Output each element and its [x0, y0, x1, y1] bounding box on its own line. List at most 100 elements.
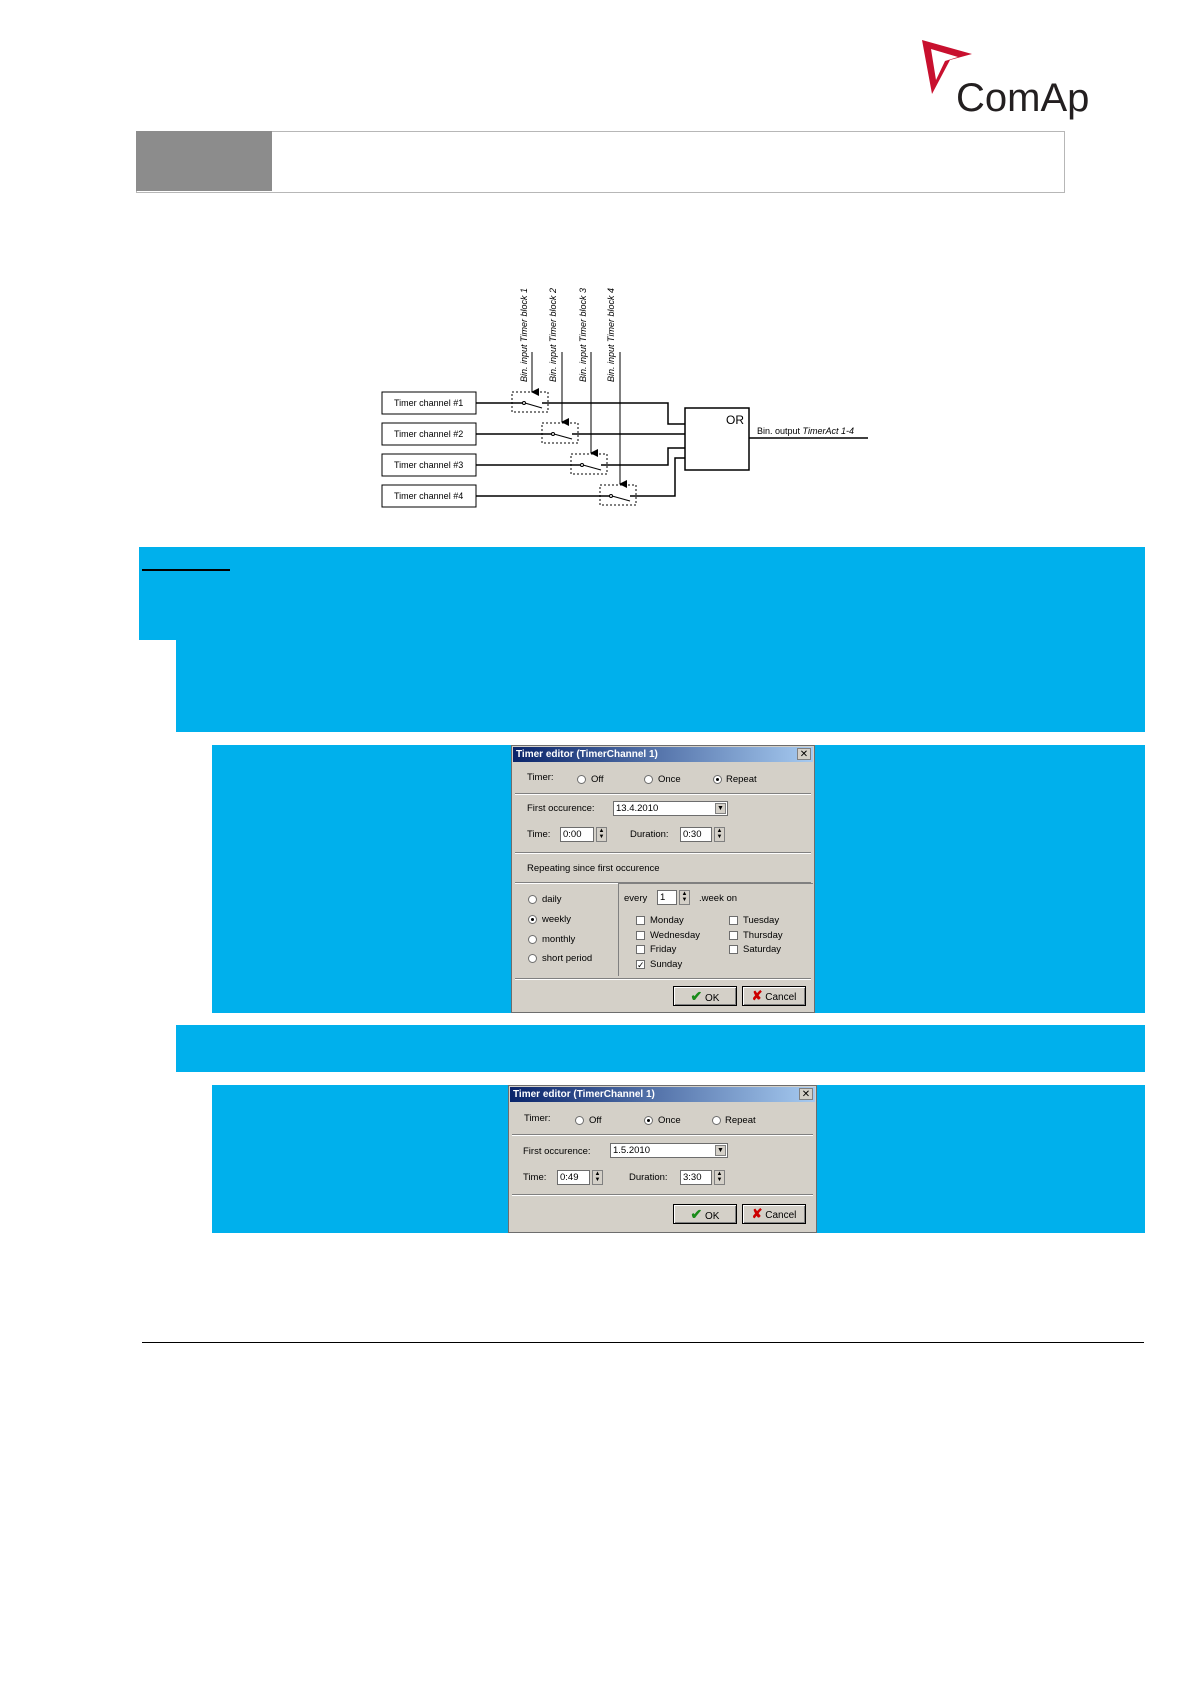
dialog2-first-occurence-field[interactable]: 1.5.2010 ▼: [610, 1143, 728, 1158]
dialog1-every-field[interactable]: 1: [657, 890, 677, 905]
dialog1-timer-label: Timer:: [527, 772, 554, 783]
timer-channel-label-4: Timer channel #4: [394, 491, 463, 501]
or-gate: [684, 407, 750, 471]
dialog1-close-button[interactable]: ✕: [797, 748, 811, 760]
timer-channel-label-1: Timer channel #1: [394, 398, 463, 408]
bin-input-label-4: Bin. input Timer block 4: [606, 288, 616, 382]
dialog1-period-daily-label: daily: [542, 894, 562, 905]
dialog2-duration-label: Duration:: [629, 1172, 668, 1183]
dialog2-time-field[interactable]: 0:49: [557, 1170, 590, 1185]
dialog1-time-label: Time:: [527, 829, 551, 840]
dialog1-timer-once-radio[interactable]: [644, 775, 653, 784]
output-label: Bin. output TimerAct 1-4: [757, 426, 854, 436]
timer-channel-label-3: Timer channel #3: [394, 460, 463, 470]
dialog2-duration-stepper-icon[interactable]: ▲▼: [714, 1170, 725, 1185]
dialog1-timer-off-label: Off: [591, 774, 604, 785]
dialog1-period-monthly-label: monthly: [542, 934, 576, 945]
dialog1-first-occurence-field[interactable]: 13.4.2010 ▼: [613, 801, 728, 816]
dialog1-time-field[interactable]: 0:00: [560, 827, 594, 842]
dialog1-period-short-radio[interactable]: [528, 954, 537, 963]
dialog2-time-value: 0:49: [560, 1172, 579, 1183]
dialog1-period-daily-radio[interactable]: [528, 895, 537, 904]
timer-block-diagram: Bin. input Timer block 1 Bin. input Time…: [381, 288, 868, 508]
dialog1-thursday-label: Thursday: [743, 930, 783, 941]
dialog1-tuesday-label: Tuesday: [743, 915, 780, 926]
footer-rule: [142, 1342, 1144, 1343]
timer-editor-dialog-once: Timer editor (TimerChannel 1) ✕ Timer: O…: [508, 1085, 817, 1233]
dialog1-friday-label: Friday: [650, 944, 677, 955]
bin-input-label-3: Bin. input Timer block 3: [578, 288, 588, 382]
dialog1-saturday-checkbox[interactable]: [729, 945, 738, 954]
section-header-box: [136, 131, 1065, 193]
switch-box-4: [599, 484, 637, 506]
dialog1-timer-repeat-label: Repeat: [726, 774, 757, 785]
dialog2-duration-field[interactable]: 3:30: [680, 1170, 712, 1185]
dialog1-duration-field[interactable]: 0:30: [680, 827, 712, 842]
dialog2-date-dropdown-icon[interactable]: ▼: [715, 1145, 726, 1156]
dialog1-friday-checkbox[interactable]: [636, 945, 645, 954]
dialog1-time-stepper-icon[interactable]: ▲▼: [596, 827, 607, 842]
dialog1-thursday-checkbox[interactable]: [729, 931, 738, 940]
dialog2-first-occurence-label: First occurence:: [523, 1146, 591, 1157]
dialog1-timer-off-radio[interactable]: [577, 775, 586, 784]
dialog2-timer-label: Timer:: [524, 1113, 551, 1124]
dialog2-cancel-button[interactable]: ✘ Cancel: [742, 1204, 806, 1224]
dialog2-first-occurence-value: 1.5.2010: [613, 1145, 650, 1156]
dialog2-timer-repeat-radio[interactable]: [712, 1116, 721, 1125]
dialog1-duration-value: 0:30: [683, 829, 702, 840]
dialog1-first-occurence-value: 13.4.2010: [616, 803, 659, 814]
dialog1-ok-label: OK: [705, 993, 720, 1004]
dialog1-sunday-label: Sunday: [650, 959, 683, 970]
dialog1-sunday-checkbox[interactable]: ✓: [636, 960, 645, 970]
ok-checkmark-icon: ✔: [690, 1206, 703, 1222]
dialog2-title: Timer editor (TimerChannel 1): [510, 1087, 815, 1102]
notice-block-indented: [176, 638, 1145, 732]
dialog1-cancel-button[interactable]: ✘ Cancel: [742, 986, 806, 1006]
cancel-x-icon: ✘: [751, 988, 763, 1003]
dialog1-cancel-label: Cancel: [765, 992, 797, 1003]
ok-checkmark-icon: ✔: [690, 988, 703, 1004]
bin-input-label-1: Bin. input Timer block 1: [519, 288, 529, 382]
dialog1-wednesday-label: Wednesday: [650, 930, 700, 941]
dialog1-wednesday-checkbox[interactable]: [636, 931, 645, 940]
dialog1-weekly-panel: [618, 883, 813, 976]
dialog1-saturday-label: Saturday: [743, 944, 782, 955]
or-gate-label: OR: [726, 413, 744, 427]
dialog1-date-dropdown-icon[interactable]: ▼: [715, 803, 726, 814]
dialog2-time-stepper-icon[interactable]: ▲▼: [592, 1170, 603, 1185]
switch-box-1: [511, 391, 549, 413]
dialog1-timer-repeat-radio[interactable]: [713, 775, 722, 784]
dialog1-repeating-label: Repeating since first occurence: [527, 863, 660, 874]
dialog1-first-occurence-label: First occurence:: [527, 803, 595, 814]
dialog1-monday-checkbox[interactable]: [636, 916, 645, 925]
dialog2-timer-repeat-label: Repeat: [725, 1115, 756, 1126]
dialog1-every-stepper-icon[interactable]: ▲▼: [679, 890, 690, 905]
cancel-x-icon: ✘: [751, 1206, 763, 1221]
dialog2-time-label: Time:: [523, 1172, 547, 1183]
switch-box-2: [541, 422, 579, 444]
dialog2-close-button[interactable]: ✕: [799, 1088, 813, 1100]
dialog2-duration-value: 3:30: [683, 1172, 702, 1183]
dialog1-duration-label: Duration:: [630, 829, 669, 840]
dialog1-week-on-label: .week on: [699, 893, 738, 904]
dialog1-title: Timer editor (TimerChannel 1): [513, 747, 813, 762]
dialog2-ok-label: OK: [705, 1211, 720, 1222]
dialog1-tuesday-checkbox[interactable]: [729, 916, 738, 925]
comap-logo-mark-icon: [922, 40, 972, 94]
dialog1-period-short-label: short period: [542, 953, 593, 964]
dialog2-ok-button[interactable]: ✔ OK: [673, 1204, 737, 1224]
dialog2-timer-once-radio[interactable]: [644, 1116, 653, 1125]
dialog1-period-weekly-radio[interactable]: [528, 915, 537, 924]
notice-block-top: [139, 547, 1145, 640]
notice-heading-underline: [142, 569, 230, 571]
comap-logo: ComAp: [918, 36, 1089, 122]
bin-input-label-2: Bin. input Timer block 2: [548, 288, 558, 382]
section-header-number-cell: [136, 131, 272, 191]
dialog1-ok-button[interactable]: ✔ OK: [673, 986, 737, 1006]
dialog2-timer-off-label: Off: [589, 1115, 602, 1126]
dialog2-cancel-label: Cancel: [765, 1210, 797, 1221]
dialog2-timer-off-radio[interactable]: [575, 1116, 584, 1125]
dialog1-duration-stepper-icon[interactable]: ▲▼: [714, 827, 725, 842]
dialog1-period-monthly-radio[interactable]: [528, 935, 537, 944]
timer-editor-dialog-repeat: Timer editor (TimerChannel 1) ✕ Timer: O…: [511, 745, 815, 1013]
